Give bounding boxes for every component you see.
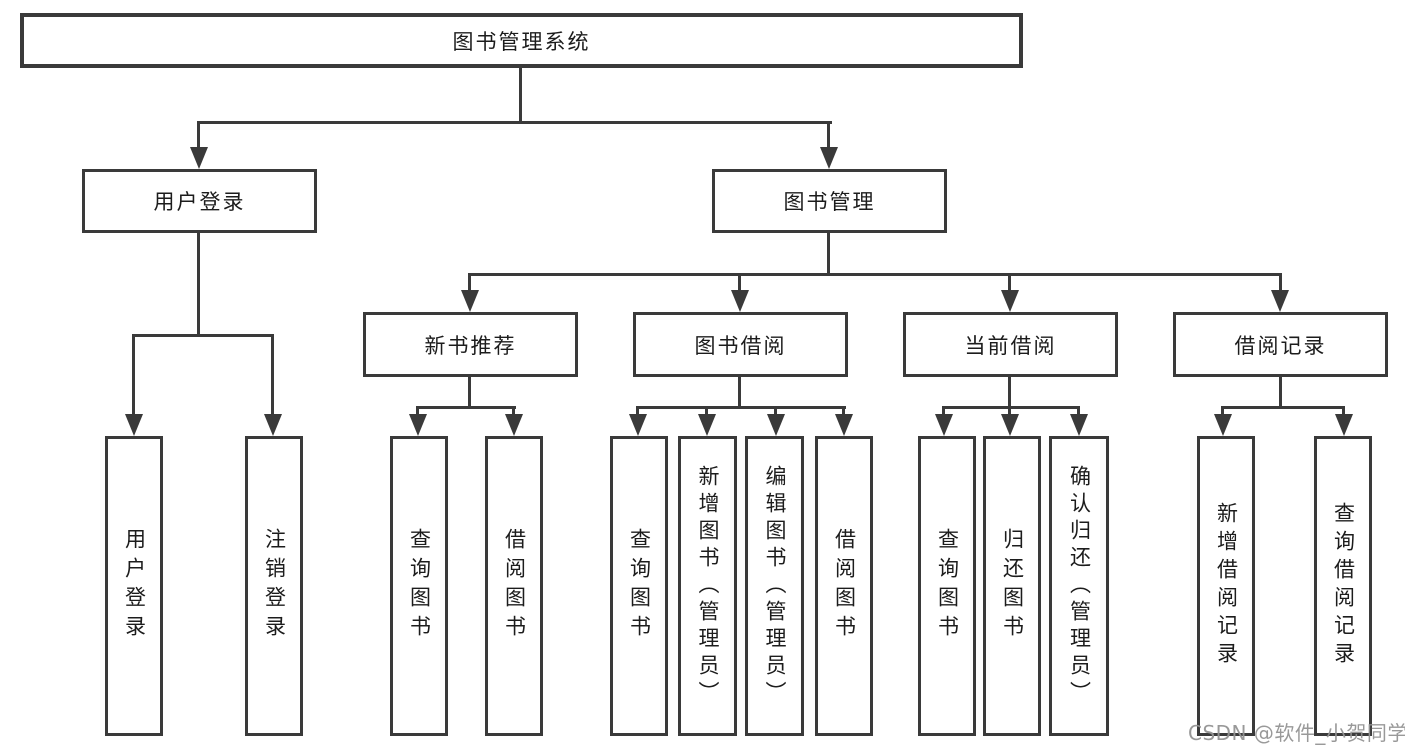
node-label: 新增借阅记录 xyxy=(1214,502,1239,670)
connector-current-borrow-hline xyxy=(942,406,1080,409)
node-label: 查询图书 xyxy=(407,528,432,644)
arrowhead-bb-edit xyxy=(767,414,785,436)
arrowhead-nb-query xyxy=(409,414,427,436)
connector-book-borrow-stub xyxy=(738,273,741,293)
arrowhead-leaf-logout xyxy=(264,414,282,436)
connector-borrow-records-hline xyxy=(1221,406,1345,409)
leaf-br-add-record: 新增借阅记录 xyxy=(1197,436,1255,736)
csdn-watermark: CSDN @软件_小贺同学 xyxy=(1188,721,1405,745)
node-label: 归还图书 xyxy=(1000,528,1025,644)
connector-bb-add-stub xyxy=(705,406,708,416)
arrowhead-cb-confirm xyxy=(1070,414,1088,436)
node-library-management-system: 图书管理系统 xyxy=(20,13,1023,68)
node-label: 图书借阅 xyxy=(694,333,787,358)
node-label: 注销登录 xyxy=(262,528,287,644)
node-label: 借阅图书 xyxy=(502,528,527,644)
connector-leaf-logout-stub xyxy=(271,334,274,416)
arrowhead-current-borrow xyxy=(1001,290,1019,312)
node-label: 用户登录 xyxy=(153,190,246,214)
leaf-br-query-record: 查询借阅记录 xyxy=(1314,436,1372,736)
connector-bb-edit-stub xyxy=(774,406,777,416)
connector-user-login-stub xyxy=(197,121,200,149)
connector-user-login-hline xyxy=(132,334,274,337)
arrowhead-br-query xyxy=(1335,414,1353,436)
node-label: 图书管理系统 xyxy=(452,29,591,54)
node-label: 查询图书 xyxy=(627,528,652,644)
node-label: 查询借阅记录 xyxy=(1331,502,1356,670)
node-new-book-recommend: 新书推荐 xyxy=(363,312,578,377)
node-label: 确认归还（管理员） xyxy=(1067,464,1092,708)
connector-borrow-records-vline xyxy=(1279,377,1282,409)
node-label: 新增图书（管理员） xyxy=(696,464,720,708)
connector-nb-borrow-stub xyxy=(512,406,515,416)
connector-new-book-vline xyxy=(468,377,471,409)
connector-book-borrow-vline xyxy=(738,377,741,409)
connector-borrow-records-stub xyxy=(1279,273,1282,293)
arrowhead-borrow-records xyxy=(1271,290,1289,312)
leaf-nb-borrow-books: 借阅图书 xyxy=(485,436,543,736)
connector-root-hline xyxy=(197,121,832,124)
leaf-logout: 注销登录 xyxy=(245,436,303,736)
node-user-login: 用户登录 xyxy=(82,169,317,233)
arrowhead-bb-borrow xyxy=(835,414,853,436)
connector-bb-borrow-stub xyxy=(842,406,845,416)
node-book-management: 图书管理 xyxy=(712,169,947,233)
leaf-bb-query-books: 查询图书 xyxy=(610,436,668,736)
connector-new-book-stub xyxy=(468,273,471,293)
arrowhead-book-mgmt xyxy=(820,147,838,169)
connector-cb-query-stub xyxy=(942,406,945,416)
node-borrowing-records: 借阅记录 xyxy=(1173,312,1388,377)
connector-br-add-stub xyxy=(1221,406,1224,416)
leaf-cb-confirm-return-admin: 确认归还（管理员） xyxy=(1049,436,1109,736)
arrowhead-leaf-login xyxy=(125,414,143,436)
node-current-borrowing: 当前借阅 xyxy=(903,312,1118,377)
node-book-borrowing: 图书借阅 xyxy=(633,312,848,377)
leaf-bb-edit-books-admin: 编辑图书（管理员） xyxy=(745,436,804,736)
connector-book-mgmt-stub xyxy=(827,121,830,149)
arrowhead-bb-add xyxy=(698,414,716,436)
arrowhead-bb-query xyxy=(629,414,647,436)
connector-new-book-hline xyxy=(416,406,516,409)
arrowhead-user-login xyxy=(190,147,208,169)
arrowhead-nb-borrow xyxy=(505,414,523,436)
connector-cb-return-stub xyxy=(1008,406,1011,416)
arrowhead-book-borrow xyxy=(731,290,749,312)
node-label: 用户登录 xyxy=(122,528,147,644)
connector-book-mgmt-vline xyxy=(827,233,830,276)
connector-current-borrow-vline xyxy=(1008,377,1011,409)
leaf-nb-query-books: 查询图书 xyxy=(390,436,448,736)
connector-root-vline xyxy=(519,68,522,124)
leaf-bb-add-books-admin: 新增图书（管理员） xyxy=(678,436,737,736)
node-label: 借阅图书 xyxy=(832,528,857,644)
leaf-cb-return-books: 归还图书 xyxy=(983,436,1041,736)
connector-leaf-login-stub xyxy=(132,334,135,416)
connector-current-borrow-stub xyxy=(1008,273,1011,293)
node-label: 图书管理 xyxy=(783,190,876,214)
connector-bb-query-stub xyxy=(636,406,639,416)
node-label: 借阅记录 xyxy=(1234,333,1327,358)
leaf-bb-borrow-books: 借阅图书 xyxy=(815,436,873,736)
connector-book-borrow-hline xyxy=(636,406,846,409)
arrowhead-br-add xyxy=(1214,414,1232,436)
connector-nb-query-stub xyxy=(416,406,419,416)
connector-user-login-vline xyxy=(197,233,200,337)
connector-br-query-stub xyxy=(1342,406,1345,416)
node-label: 新书推荐 xyxy=(424,333,517,358)
node-label: 当前借阅 xyxy=(964,333,1057,358)
node-label: 编辑图书（管理员） xyxy=(763,464,787,708)
connector-cb-confirm-stub xyxy=(1077,406,1080,416)
arrowhead-new-book xyxy=(461,290,479,312)
connector-book-mgmt-hline xyxy=(468,273,1282,276)
leaf-cb-query-books: 查询图书 xyxy=(918,436,976,736)
node-label: 查询图书 xyxy=(935,528,960,644)
arrowhead-cb-query xyxy=(935,414,953,436)
arrowhead-cb-return xyxy=(1001,414,1019,436)
leaf-user-login: 用户登录 xyxy=(105,436,163,736)
